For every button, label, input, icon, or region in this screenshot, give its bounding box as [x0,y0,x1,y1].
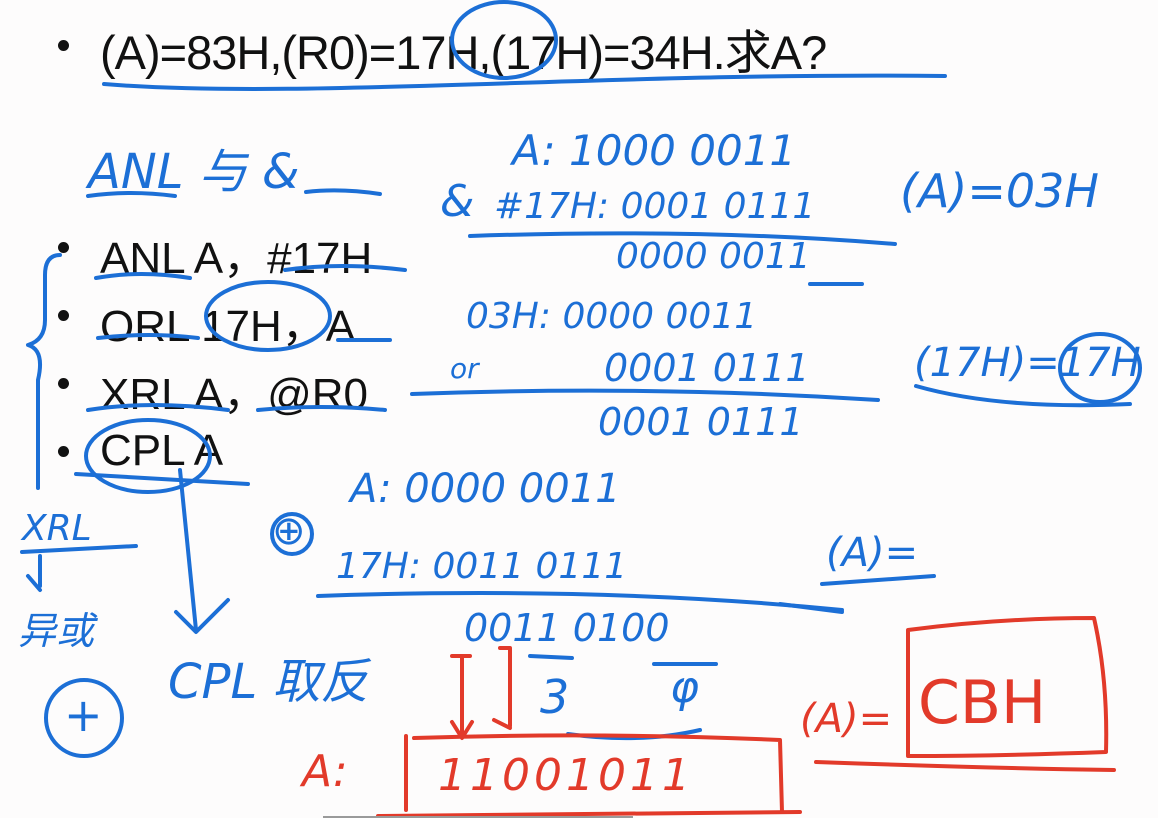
or-row-2: 0001 0111 [604,346,810,390]
red-arrow-1 [450,654,474,740]
question-text: (A)=83H,(R0)=17H,(17H)=34H.求A? [100,26,827,79]
xor-result: 0011 0100 [464,606,670,650]
instruction-mnemonic: ORL [100,302,189,351]
xrl-note-bottom: 异或 [18,609,95,653]
xor-row-2: 17H: 0011 0111 [336,546,628,587]
xor-conclusion-underline [820,574,936,586]
or-conclusion-underline [914,384,1132,408]
and-row-2: #17H: 0001 0111 [494,186,816,227]
final-conclusion-label: (A)= [800,696,893,742]
answer-underline [814,760,1116,772]
cpl-note: CPL 取反 [168,654,369,710]
instruction-mnemonic: CPL [100,426,184,475]
or-op-label: or [450,352,479,385]
instruction-mnemonic: ANL [100,234,184,283]
instruction-operands: A [193,426,224,475]
instruction-operands: 17H，A [201,302,356,351]
bottom-edge-line [323,816,633,818]
and-row-1: A: 1000 0011 [512,126,797,175]
instruction-xrl: XRL A，@R0 [100,358,368,422]
cpl-digits-underline [566,728,702,741]
instruction-orl: ORL 17H，A [100,290,355,354]
instruction-bullet [58,446,69,457]
xor-row-1: A: 0000 0011 [350,466,621,512]
and-op-symbol: & [440,176,475,227]
xrl-note-top: XRL [22,508,92,549]
and-underline [304,188,382,196]
instruction-bullet [58,378,69,389]
instruction-bullet [58,310,69,321]
xrl-arrow [26,554,42,592]
final-answer-value: CBH [918,668,1047,738]
blue-tail-line [778,602,844,614]
overbar-3 [528,654,574,660]
instruction-operands: A，@R0 [193,370,369,419]
or-result: 0001 0111 [598,400,804,444]
cpl-hint-3: 3 [540,670,570,724]
instruction-anl: ANL A，#17H [100,222,372,286]
instruction-mnemonic: XRL [100,370,184,419]
xor-conclusion: (A)= [826,530,919,576]
cpl-arrow [174,468,230,634]
cpl-hint-phi: φ [670,662,700,713]
left-brace [26,253,62,490]
instruction-operands: A，#17H [193,234,373,283]
instruction-cpl: CPL A [100,426,223,476]
or-sum-line [410,388,880,402]
cpl-result-bits: 11001011 [438,750,694,801]
and-result: 0000 0011 [616,236,811,277]
red-arrow-2 [492,646,512,730]
instruction-bullet [58,242,69,253]
or-conclusion: (17H)=17H [914,340,1141,386]
xor-symbol: ⊕ [272,508,306,554]
cpl-label: A: [302,746,348,797]
anl-note: ANL 与 & [88,144,300,200]
or-row-1: 03H: 0000 0011 [466,296,758,337]
and-conclusion: (A)=03H [900,164,1100,218]
question-bullet [58,40,69,51]
plus-symbol: + [64,688,103,742]
